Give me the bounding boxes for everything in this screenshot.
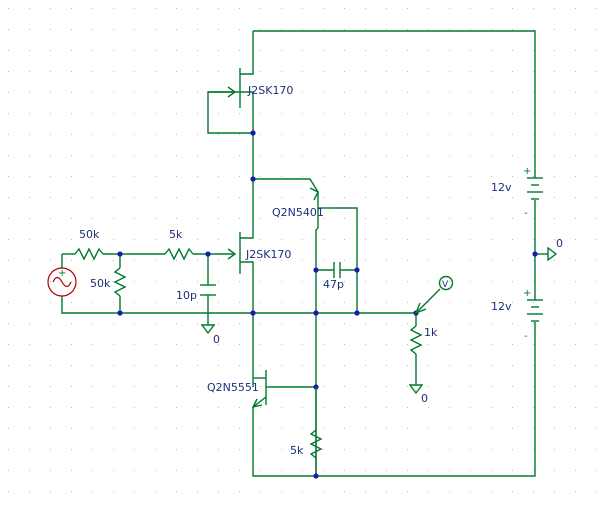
capacitor-47p[interactable]: 47p [323,262,344,291]
npn-transistor[interactable]: Q2N5551 [207,370,270,409]
battery-top-minus: - [524,208,528,219]
voltage-probe[interactable]: V [414,275,454,315]
npn-label: Q2N5551 [207,381,259,394]
jfet-top[interactable]: J2SK170 [208,60,293,108]
junction-dot [354,310,360,316]
resistor-50k-series[interactable]: 50k [74,228,104,261]
capacitor-10p[interactable]: 10p [176,284,216,302]
ground-load-label: 0 [421,392,428,405]
junction-dot [313,267,319,273]
junction-dot [117,251,123,257]
pnp-transistor[interactable]: Q2N5401 [272,187,331,228]
junction-dot [532,251,538,257]
jfet-top-label: J2SK170 [247,84,293,97]
junction-dot [250,176,256,182]
resistor-1k-label: 1k [424,326,438,339]
junction-dot [250,310,256,316]
capacitor-47p-label: 47p [323,278,344,291]
junction-dot [354,267,360,273]
ac-source[interactable]: + [47,267,77,297]
resistor-5k-bottom-label: 5k [290,444,304,457]
ground-battery-label: 0 [556,237,563,250]
resistor-5k-gate[interactable]: 5k [164,228,194,261]
battery-top-label: 12v [491,181,512,194]
battery-top-plus: + [523,166,531,177]
resistor-50k-shunt[interactable]: 50k [90,267,127,297]
resistor-50k-series-label: 50k [79,228,100,241]
battery-top[interactable]: 12v + - [491,166,543,219]
resistor-5k-gate-label: 5k [169,228,183,241]
jfet-mid-label: J2SK170 [245,248,291,261]
ground-gate[interactable]: 0 [200,324,220,346]
junction-dots [117,130,538,479]
junction-dot [313,310,319,316]
ground-gate-label: 0 [213,333,220,346]
battery-bottom[interactable]: 12v + - [491,288,543,342]
wires [61,30,548,477]
resistor-50k-shunt-label: 50k [90,277,111,290]
voltage-probe-label: V [442,280,449,290]
ac-source-plus: + [58,268,66,279]
resistor-1k-load[interactable]: 1k [409,325,438,355]
ground-load[interactable]: 0 [408,384,428,405]
jfet-mid[interactable]: J2SK170 [227,230,291,274]
battery-bottom-label: 12v [491,300,512,313]
pnp-label: Q2N5401 [272,206,324,219]
grid-dots [8,8,597,492]
battery-bottom-minus: - [524,331,528,342]
junction-dot [117,310,123,316]
ground-battery[interactable]: 0 [547,237,563,262]
resistor-5k-bottom[interactable]: 5k [290,387,323,459]
junction-dot [205,251,211,257]
junction-dot [313,473,319,479]
junction-dot [250,130,256,136]
capacitor-10p-label: 10p [176,289,197,302]
battery-bottom-plus: + [523,288,531,299]
